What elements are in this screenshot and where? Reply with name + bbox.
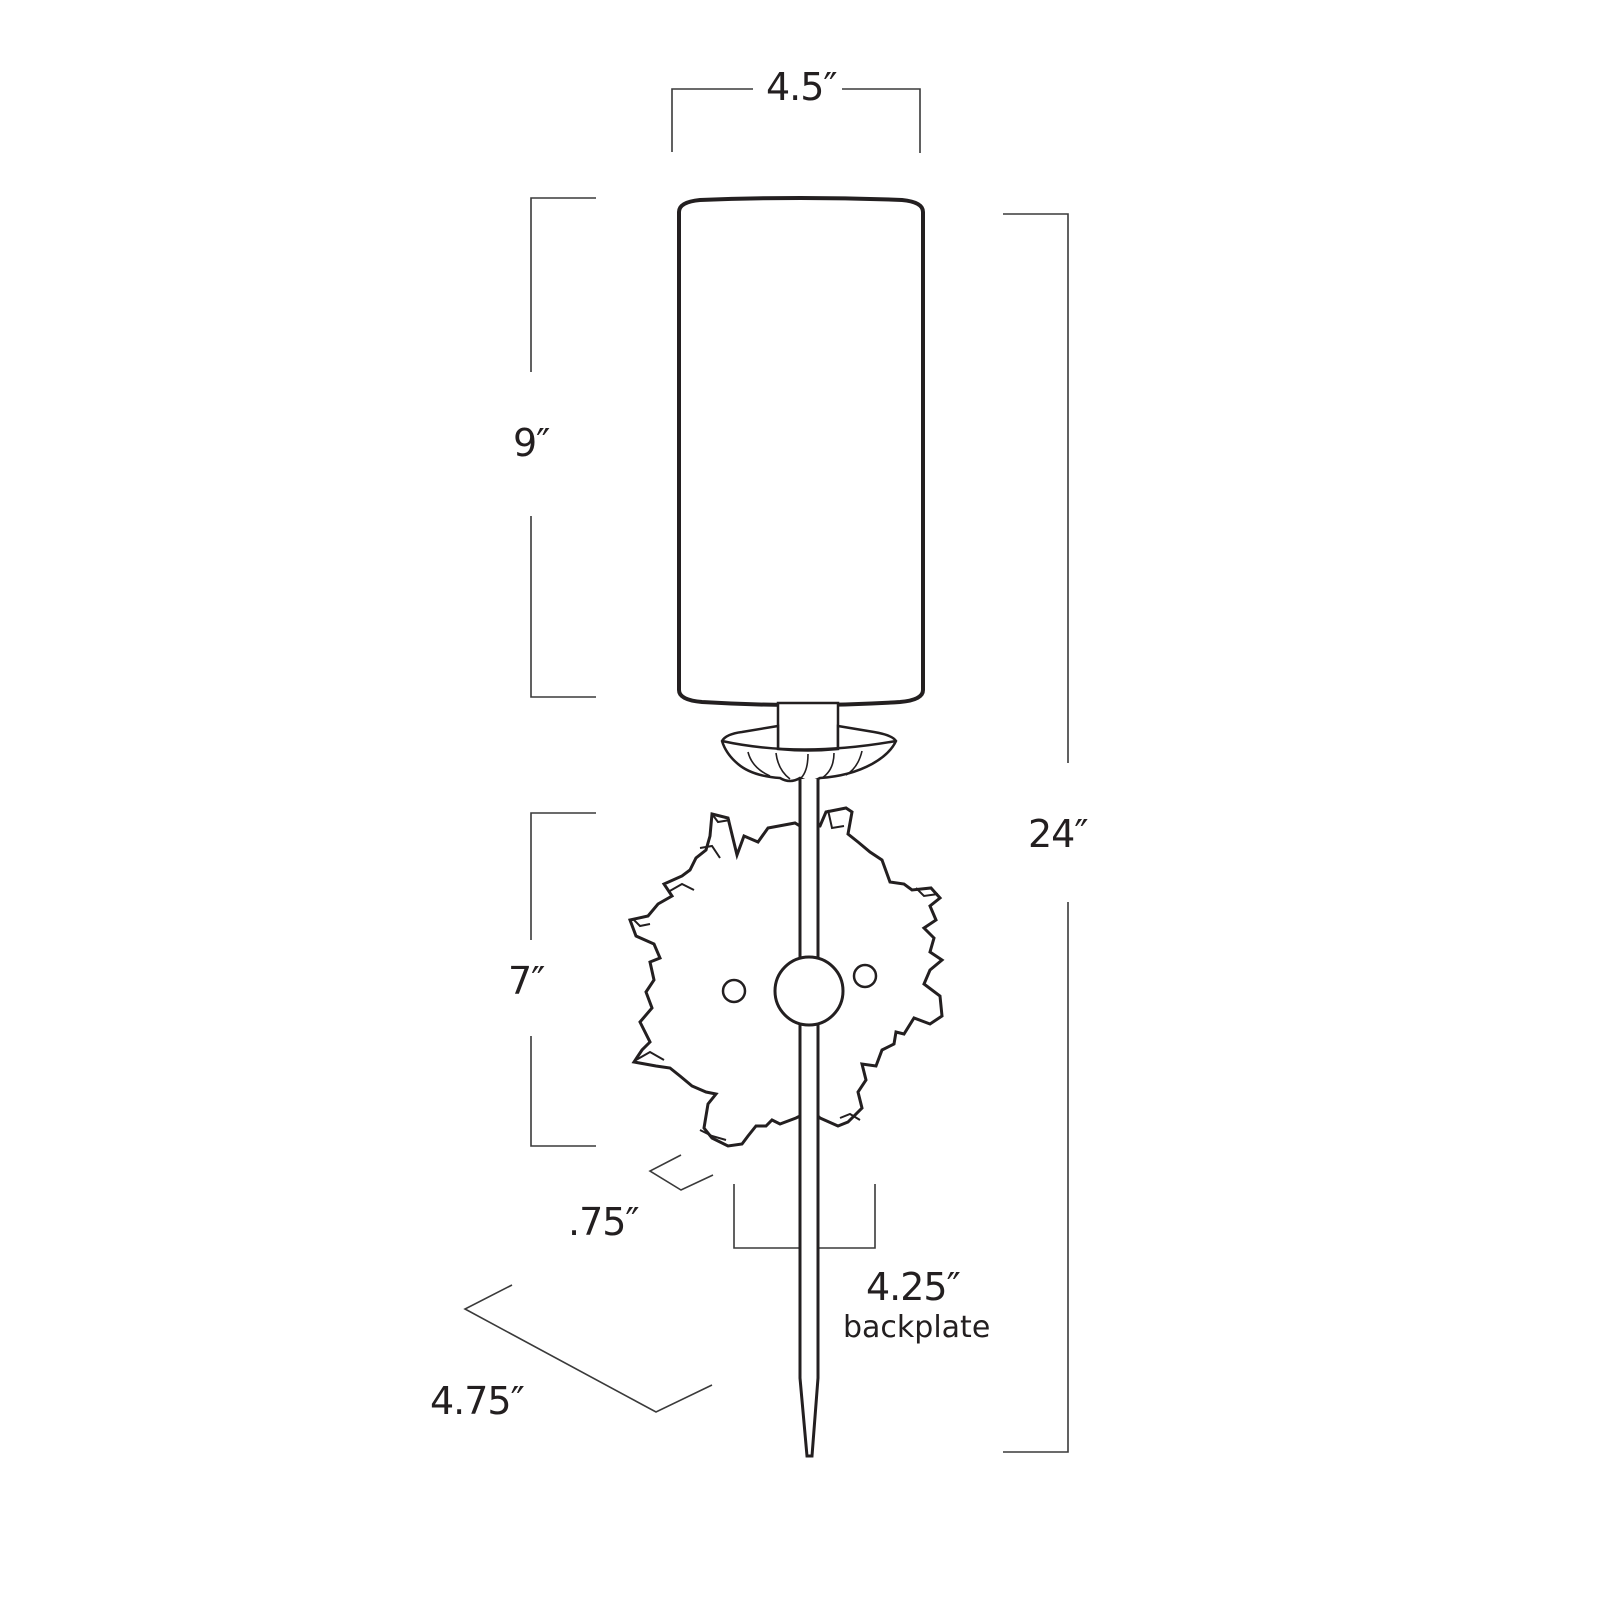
dim-overall-extension-label: 4.75″ bbox=[430, 1379, 525, 1423]
dim-backplate-width-label: 4.25″ bbox=[866, 1265, 961, 1309]
dim-shade-width-label: 4.5″ bbox=[766, 65, 838, 109]
canopy bbox=[773, 955, 845, 1027]
lamp-shade bbox=[677, 196, 925, 707]
socket-cup bbox=[776, 701, 840, 752]
dim-backplate-width-note: backplate bbox=[843, 1310, 991, 1345]
dim-overall-height-label: 24″ bbox=[1028, 812, 1089, 856]
dim-backplate-height-label: 7″ bbox=[508, 959, 545, 1003]
bobeche bbox=[720, 724, 898, 783]
dimension-lines bbox=[463, 88, 1069, 1453]
rod-stem bbox=[798, 779, 820, 1458]
mounting-screw-right bbox=[852, 963, 878, 989]
dim-shade-height-label: 9″ bbox=[513, 421, 550, 465]
mounting-screw-left bbox=[721, 978, 747, 1004]
dim-backplate-depth-label: .75″ bbox=[568, 1200, 640, 1244]
